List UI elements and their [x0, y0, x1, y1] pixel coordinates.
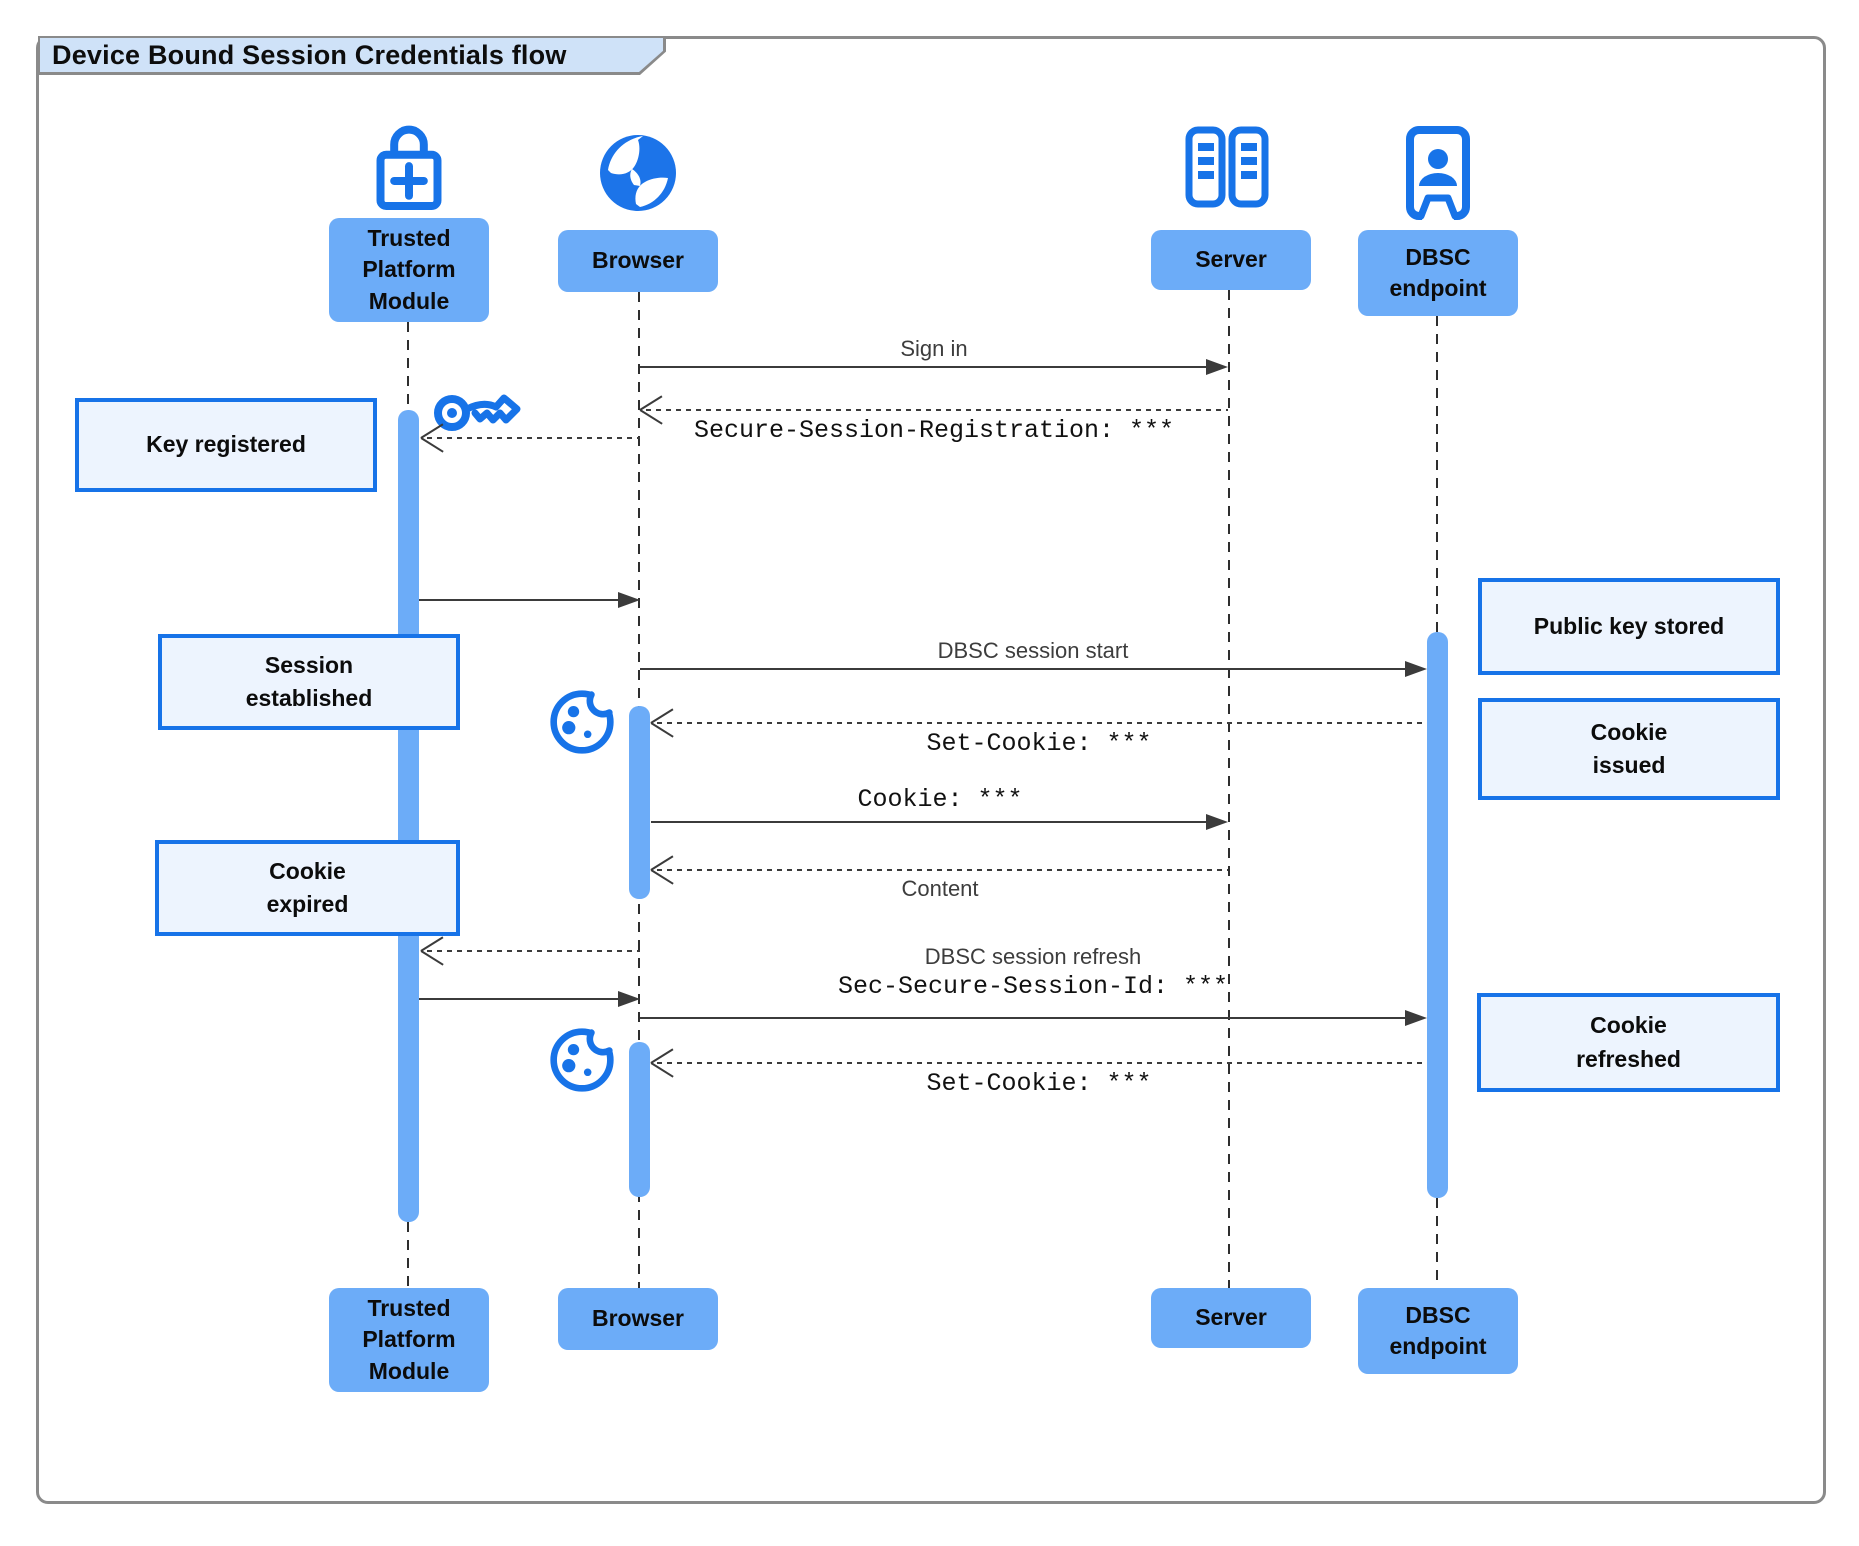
actor-server-label: Server [1195, 246, 1267, 273]
cookie-icon [548, 686, 618, 761]
lock-plus-icon [372, 116, 446, 219]
note-key-registered: Key registered [75, 398, 377, 492]
message-label: Set-Cookie: *** [926, 729, 1152, 758]
actor-tpm-bottom: Trusted Platform Module [329, 1288, 489, 1392]
activation-bar-browser-1 [629, 706, 650, 899]
actor-browser-bottom: Browser [558, 1288, 718, 1350]
arrowhead-icon [1405, 661, 1427, 677]
message-label: Sign in [900, 336, 968, 361]
message-line-set-cookie-1 [657, 722, 1427, 724]
note-text: Public key stored [1533, 612, 1725, 639]
actor-dbsc-label-line: endpoint [1389, 1333, 1487, 1359]
message-label: Content [901, 876, 979, 901]
note-cookie-refreshed: Cookie refreshed [1477, 993, 1780, 1092]
actor-tpm-label-line: Module [368, 1357, 450, 1384]
server-racks-icon [1185, 126, 1269, 213]
note-text: refreshed [1576, 1045, 1681, 1072]
message-label: Sec-Secure-Session-Id: *** [837, 972, 1229, 1001]
note-cookie-expired: Cookie expired [155, 840, 460, 936]
note-text: issued [1592, 752, 1666, 778]
diagram-title-tab-fill: Device Bound Session Credentials flow [40, 38, 663, 72]
message-line-register-key [427, 437, 640, 439]
actor-tpm-label-line: Module [368, 287, 450, 314]
actor-browser-label: Browser [591, 1305, 685, 1332]
actor-dbsc-label-line: DBSC [1405, 243, 1471, 270]
arrowhead-icon [618, 592, 640, 608]
actor-tpm-label-line: Platform [362, 1326, 456, 1353]
message-line-session-registration [646, 409, 1228, 411]
note-text: Session [264, 651, 354, 678]
note-text: Cookie [1590, 1012, 1667, 1039]
message-line-set-cookie-2 [657, 1062, 1427, 1064]
message-label: DBSC session start [937, 638, 1129, 663]
actor-server-top: Server [1151, 230, 1311, 290]
message-line-dbsc-session-start [640, 668, 1407, 670]
message-label: Secure-Session-Registration: *** [693, 416, 1175, 445]
message-line-content [657, 869, 1228, 871]
activation-bar-tpm [398, 410, 419, 1222]
activation-bar-browser-2 [629, 1042, 650, 1197]
message-label: Cookie: *** [857, 785, 1023, 814]
actor-server-bottom: Server [1151, 1288, 1311, 1348]
lifeline-server [1228, 290, 1230, 1288]
actor-tpm-label-line: Trusted [367, 225, 451, 252]
diagram-title: Device Bound Session Credentials flow [52, 39, 567, 70]
message-line-key-result-2 [419, 998, 620, 1000]
arrowhead-icon [1206, 359, 1228, 375]
note-public-key-stored: Public key stored [1478, 578, 1780, 675]
activation-bar-dbsc-endpoint [1427, 632, 1448, 1198]
globe-icon [598, 133, 678, 218]
note-session-established: Session established [158, 634, 460, 730]
actor-tpm-top: Trusted Platform Module [329, 218, 489, 322]
message-line-cookie [651, 821, 1208, 823]
cookie-icon [548, 1024, 618, 1099]
diagram-title-tab: Device Bound Session Credentials flow [38, 36, 666, 75]
note-text: Cookie [1590, 718, 1668, 745]
note-text: Key registered [146, 431, 306, 458]
actor-server-label: Server [1195, 1304, 1267, 1331]
message-label: DBSC session refresh [924, 944, 1142, 969]
note-text: Cookie [269, 857, 346, 884]
message-line-dbsc-session-refresh [640, 1017, 1407, 1019]
actor-dbsc-top: DBSC endpoint [1358, 230, 1518, 316]
actor-dbsc-label-line: endpoint [1389, 275, 1487, 301]
note-cookie-issued: Cookie issued [1478, 698, 1780, 800]
actor-browser-top: Browser [558, 230, 718, 292]
arrowhead-icon [1405, 1010, 1427, 1026]
arrowhead-icon [1206, 814, 1228, 830]
actor-browser-label: Browser [591, 247, 685, 274]
actor-tpm-label-line: Platform [362, 256, 456, 283]
note-text: expired [266, 891, 349, 917]
message-line-key-result [419, 599, 620, 601]
door-person-icon [1406, 126, 1470, 225]
actor-dbsc-bottom: DBSC endpoint [1358, 1288, 1518, 1374]
arrowhead-icon [618, 991, 640, 1007]
message-line-refresh-key [427, 950, 640, 952]
key-icon [433, 382, 521, 443]
message-label: Set-Cookie: *** [926, 1069, 1152, 1098]
actor-tpm-label-line: Trusted [367, 1295, 451, 1322]
message-line-sign-in [640, 366, 1206, 368]
note-text: established [245, 685, 373, 711]
actor-dbsc-label-line: DBSC [1405, 1301, 1471, 1328]
